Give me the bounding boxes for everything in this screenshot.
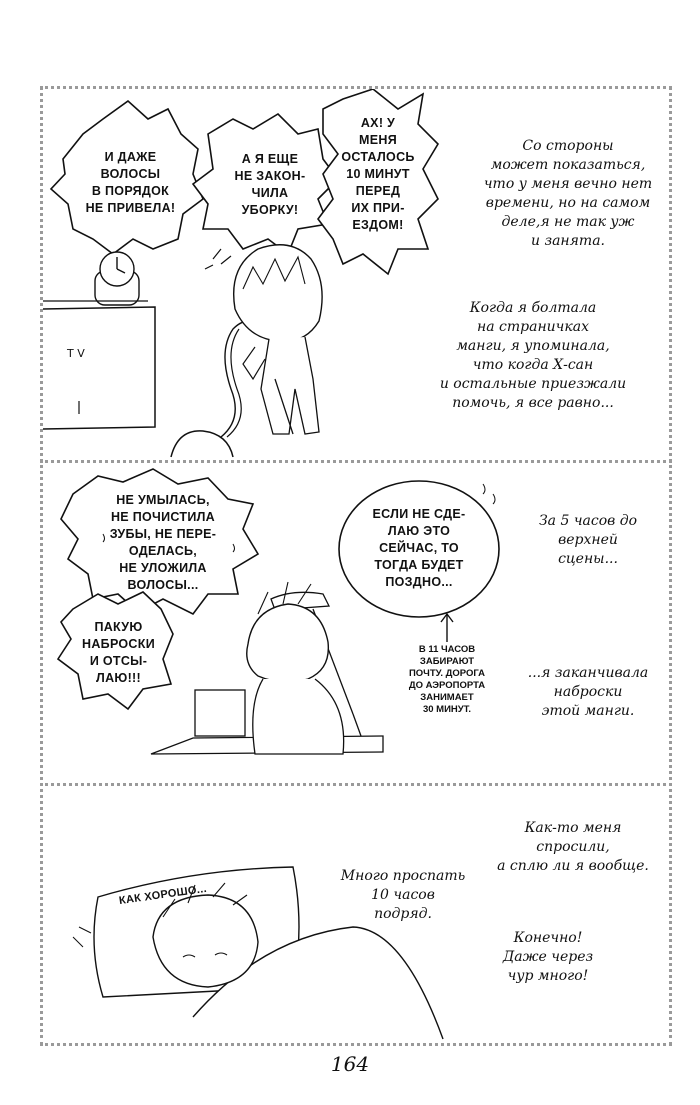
sleeping-illustration bbox=[72, 866, 444, 1040]
speech-bubble-top-left bbox=[60, 468, 260, 616]
speech-bubble-left bbox=[49, 99, 204, 255]
speech-bubble-center bbox=[338, 480, 500, 618]
sketches-illustration bbox=[56, 468, 500, 755]
panel-divider-1 bbox=[40, 460, 672, 463]
speech-bubble-mid bbox=[191, 112, 340, 256]
page-number: 164 bbox=[330, 1052, 370, 1076]
speech-bubble-right bbox=[317, 89, 440, 276]
cleaning-illustration bbox=[43, 89, 440, 458]
page-frame bbox=[40, 86, 672, 1046]
speech-bubble-bottom-left bbox=[56, 591, 174, 711]
tv-label: T V bbox=[67, 347, 85, 360]
panel-divider-2 bbox=[40, 783, 672, 786]
